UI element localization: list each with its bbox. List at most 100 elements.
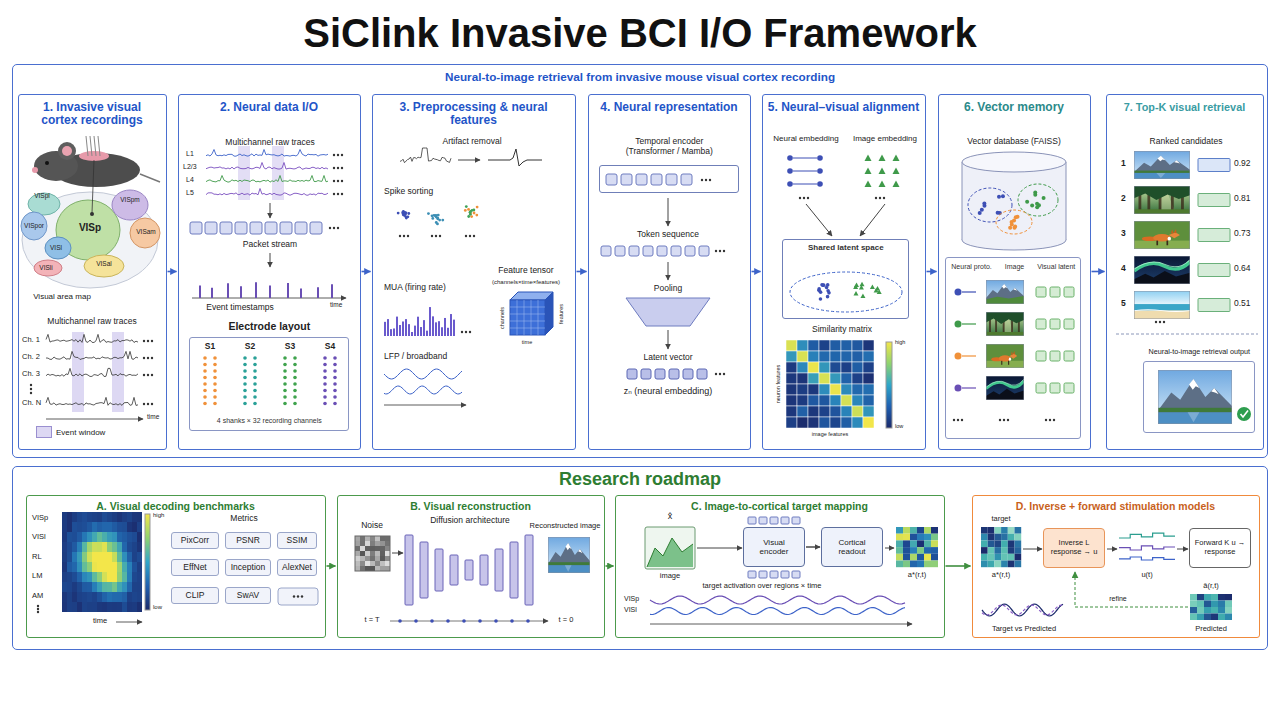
vector-db-illustrations-shape [986,376,1024,400]
feature-illustrations-shape [465,235,467,237]
diffusion-illustrations-shape [566,543,572,550]
feature-illustrations-shape [531,300,532,335]
column-header: Image [1005,263,1024,271]
text-label: high [153,512,164,519]
vector-db-illustrations-shape [1050,351,1060,361]
vector-db-illustrations-shape [1012,218,1016,222]
benchmark-illustrations-shape [62,552,67,562]
feature-illustrations-shape [467,208,470,211]
alignment-illustrations-shape [863,362,874,373]
alignment-illustrations-shape [817,168,823,174]
diffusion-illustrations-shape [495,549,503,591]
feature-illustrations-shape [545,292,553,335]
benchmark-illustrations-shape [137,572,142,582]
vector-db-illustrations-shape [986,312,1024,336]
alignment-illustrations-shape [803,197,805,199]
diffusion-illustrations-shape [355,566,360,571]
mapping-illustrations-shape [931,554,938,561]
text-label: refine [1109,595,1127,603]
benchmark-illustrations-shape [127,602,132,612]
stimulation-illustrations-shape [1218,607,1225,614]
packet-stream-shape [295,222,307,234]
benchmark-illustrations-shape [112,572,117,582]
benchmark-illustrations-shape [72,542,77,552]
mapping-illustrations-shape [792,571,800,578]
alignment-illustrations-shape [863,406,874,417]
metric-box: SSIM [277,532,317,549]
benchmark-illustrations-shape [137,602,142,612]
feature-illustrations-shape [458,160,480,161]
benchmark-illustrations-shape [87,522,92,532]
vector-db-illustrations-shape [1018,184,1058,216]
stimulation-illustrations-shape [1119,533,1175,538]
layer-traces [206,146,343,218]
benchmark-illustrations-shape [82,522,87,532]
packet-stream-shape [190,222,202,234]
alignment-illustrations-shape [808,384,819,395]
packet-stream-shape [199,286,201,298]
encoder-illustrations-shape [627,369,637,379]
metric-box: PSNR [225,532,271,549]
flow-arrow [606,565,614,567]
alignment-illustrations-shape [870,284,875,289]
stimulation-illustrations-shape [994,554,1001,561]
vector-db-illustrations-shape [1036,351,1046,361]
text-label: (channels×time×features) [492,279,560,286]
alignment-illustrations-shape [830,384,841,395]
step-heading: 3. Preprocessing & neural features [395,101,553,129]
electrode-dots-shape [203,376,207,380]
mapping-illustrations-shape [896,527,903,534]
alignment-illustrations-shape [808,340,819,351]
mapping-illustrations-shape [792,517,800,524]
text-label: Vector database (FAISS) [967,137,1061,146]
vector-db-illustrations-shape [986,312,1024,336]
diffusion-illustrations-shape [548,543,590,573]
benchmark-illustrations-shape [102,522,107,532]
encoder-illustrations-shape [621,174,632,185]
electrode-dots-shape [213,389,217,393]
benchmark-illustrations-shape [67,582,72,592]
latent-space-box: Shared latent space [782,239,909,319]
alignment-illustrations-shape [841,406,852,417]
benchmark-illustrations-shape [102,572,107,582]
diffusion-illustrations-shape [446,619,450,623]
electrode-dots-shape [213,363,217,367]
text-label: channels [499,307,505,329]
box-label: SwAV [237,591,260,601]
alignment-illustrations-shape [825,286,829,290]
vector-db-illustrations-shape [1045,419,1047,421]
stimulation-illustrations-shape [981,554,988,561]
ranking-illustrations-shape [1156,241,1158,246]
text-label: Latent vector [643,353,692,362]
benchmark-illustrations-shape [117,552,122,562]
text-label: zₙ (neural embedding) [624,387,713,397]
benchmark-illustrations-shape [112,522,117,532]
electrode-dots-shape [333,402,337,406]
ranking-illustrations-shape [1158,370,1232,424]
alignment-illustrations-shape [841,373,852,384]
feature-illustrations-shape [473,235,475,237]
alignment-illustrations-shape [819,297,823,301]
packet-stream-shape [255,282,257,298]
stimulation-illustrations-shape [1015,540,1022,547]
mapping-illustrations-shape [759,517,767,524]
raw-traces-shape [151,403,153,405]
vector-db-illustrations-shape [1011,351,1013,355]
encoder-illustrations-shape [685,246,695,256]
diffusion-illustrations-shape [365,561,370,566]
vector-db-illustrations-shape [1001,361,1002,365]
raw-traces-shape [147,340,149,342]
layer-traces-shape [333,193,335,195]
encoder-illustrations-shape [668,198,669,226]
stimulation-illustrations-shape [1119,546,1175,550]
vector-db-illustrations-shape [986,312,1024,324]
mapping-illustrations-shape [931,527,938,534]
stimulation-illustrations-shape [1001,540,1008,547]
alignment-illustrations-shape [854,282,859,287]
benchmark-illustrations-shape [107,532,112,542]
alignment-illustrations-shape [808,373,819,384]
layer-traces-shape [341,154,343,156]
mapping-illustrations-shape [770,517,778,524]
ranking-illustrations-shape [1134,271,1190,284]
stimulation-illustrations-shape [1023,549,1042,550]
